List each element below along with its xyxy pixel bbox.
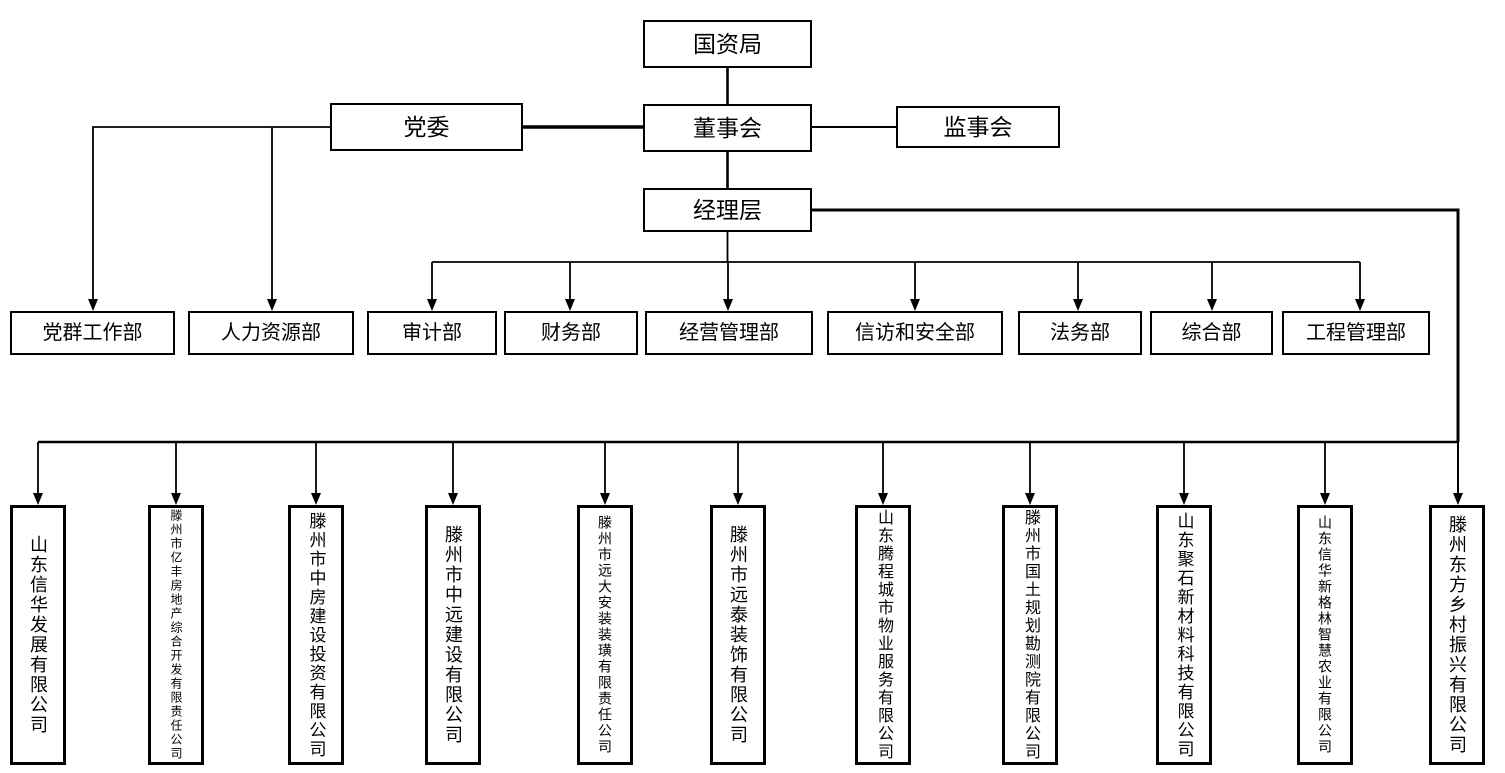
node-management-level: 经理层 [643,188,812,232]
node-board-of-directors: 董事会 [643,104,812,152]
arrow-down-icon [311,493,321,505]
arrow-down-icon [878,493,888,505]
node-dept-legal: 法务部 [1018,311,1142,355]
node-supervisory-board: 监事会 [896,106,1060,148]
arrow-down-icon [910,299,920,311]
node-dept-human-resources: 人力资源部 [188,311,354,355]
node-dept-engineering-management: 工程管理部 [1282,311,1430,355]
arrow-down-icon [1073,299,1083,311]
node-dept-finance: 财务部 [504,311,638,355]
node-dept-party-mass-work: 党群工作部 [10,311,175,355]
node-state-assets-bureau: 国资局 [643,20,812,68]
arrow-down-icon [267,299,277,311]
node-party-committee: 党委 [330,103,523,151]
arrow-down-icon [1207,299,1217,311]
node-company: 滕州市亿丰房地产综合开发有限责任公司 [148,505,204,765]
node-dept-operations-management: 经营管理部 [645,311,813,355]
arrow-down-icon [565,299,575,311]
arrow-down-icon [33,493,43,505]
arrow-down-icon [88,299,98,311]
node-company: 山东信华发展有限公司 [10,505,66,765]
node-company: 滕州市远大安装装璜有限责任公司 [577,505,633,765]
arrow-down-icon [733,493,743,505]
node-company: 滕州市远泰装饰有限公司 [710,505,766,765]
arrow-down-icon [1453,493,1463,505]
arrow-down-icon [723,299,733,311]
arrow-down-icon [600,493,610,505]
node-company: 滕州市中远建设有限公司 [425,505,481,765]
node-company: 滕州东方乡村振兴有限公司 [1429,505,1485,765]
connector-management-rail [812,208,1460,442]
node-company: 山东聚石新材料科技有限公司 [1156,505,1212,765]
node-dept-audit: 审计部 [367,311,497,355]
arrow-down-icon [448,493,458,505]
arrow-down-icon [1179,493,1189,505]
arrow-down-icon [427,299,437,311]
node-company: 滕州市中房建设投资有限公司 [288,505,344,765]
arrowheads [33,299,1463,505]
node-dept-petitions-and-safety: 信访和安全部 [827,311,1003,355]
arrow-down-icon [1025,493,1035,505]
node-dept-general: 综合部 [1150,311,1273,355]
arrow-down-icon [1320,493,1330,505]
node-company: 滕州市国土规划勘测院有限公司 [1002,505,1058,765]
arrow-down-icon [1355,299,1365,311]
node-company: 山东信华新格林智慧农业有限公司 [1297,505,1353,765]
arrow-down-icon [171,493,181,505]
node-company: 山东腾程城市物业服务有限公司 [855,505,911,765]
connector-party-branch [92,126,330,301]
